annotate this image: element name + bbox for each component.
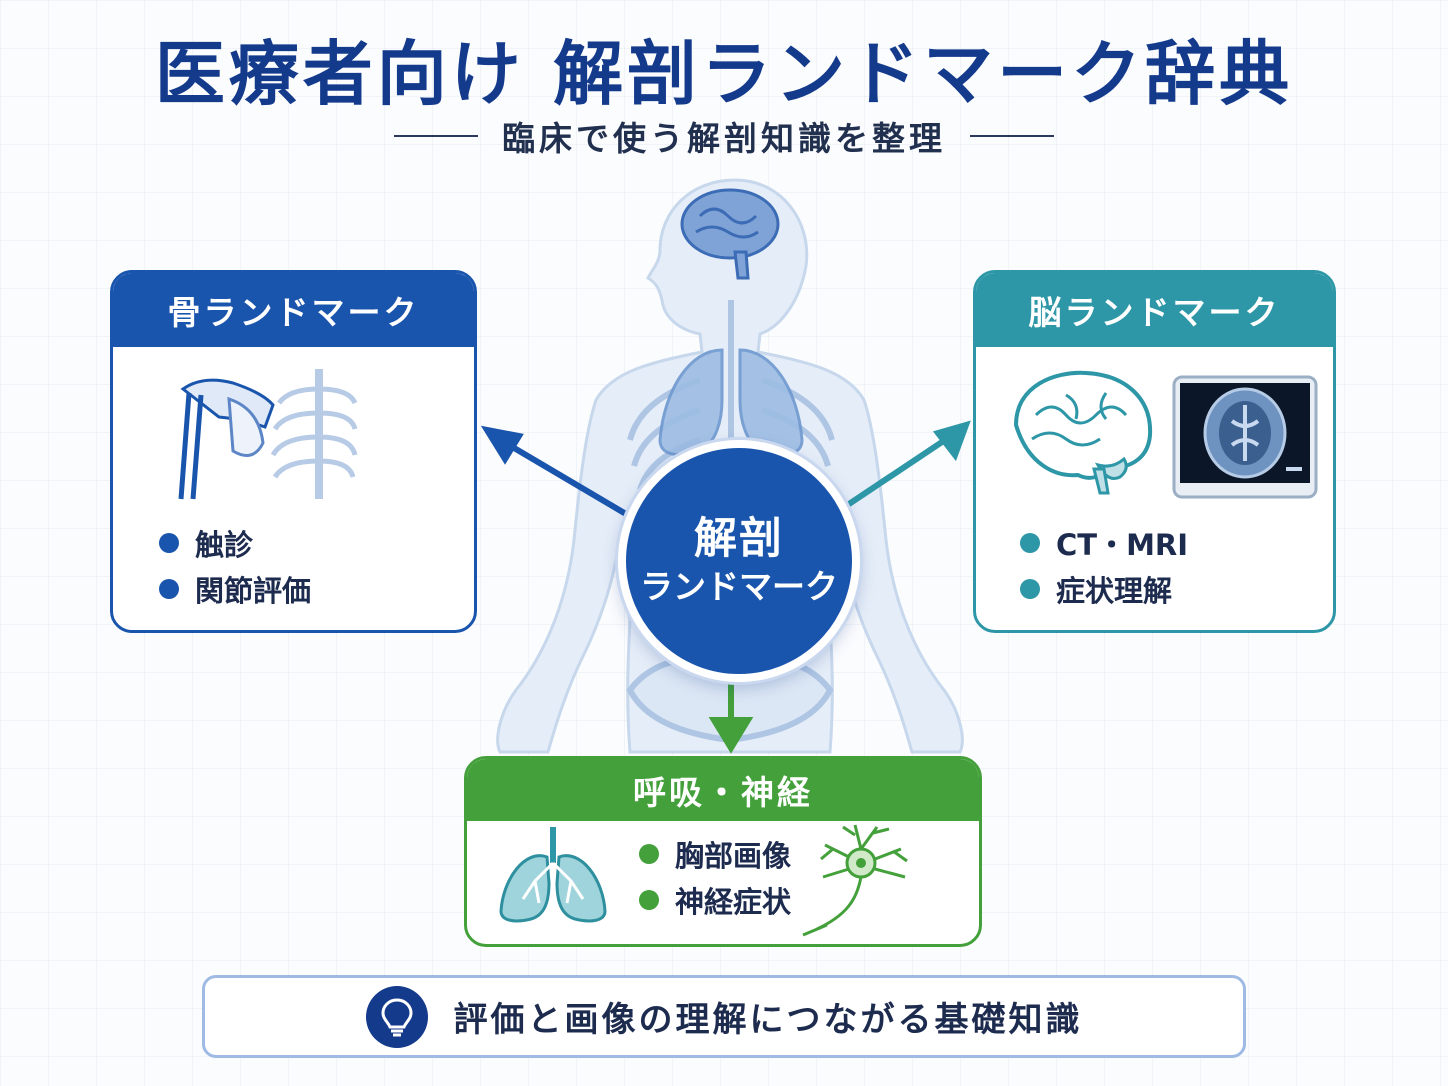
list-item: 触診 [159,520,311,566]
list-item-label: 関節評価 [195,574,312,608]
list-item: 神経症状 [639,877,791,923]
list-item-label: 胸部画像 [675,839,792,873]
lightbulb-icon [365,985,428,1048]
brain-illustration [1013,370,1153,495]
mri-scan-icon [1172,375,1318,499]
list-item: 関節評価 [159,566,311,612]
page-title: 医療者向け 解剖ランドマーク辞典 [154,33,1294,115]
brain-landmark-card: 脳ランドマーク CT・MRI 症状理解 [973,270,1336,633]
list-item: CT・MRI [1020,520,1188,566]
resp-card-list: 胸部画像 神経症状 [639,831,791,923]
subtitle: 臨床で使う解剖知識を整理 [502,119,946,158]
subtitle-row: 臨床で使う解剖知識を整理 [0,112,1448,160]
bullet-dot [1020,579,1040,599]
list-item: 胸部画像 [639,831,791,877]
lungs-icon [499,827,607,923]
subtitle-rule-left [394,135,478,137]
list-item-label: 症状理解 [1056,574,1173,608]
arrow-to-bone-card [480,425,628,517]
bullet-dot [159,533,179,553]
list-item-label: CT・MRI [1056,528,1189,562]
brain-in-head [680,188,780,280]
bone-landmark-card: 骨ランドマーク 触診 関節評価 [110,270,477,633]
list-item: 症状理解 [1020,566,1188,612]
bullet-dot [639,844,659,864]
brain-card-list: CT・MRI 症状理解 [1020,520,1188,612]
bullet-dot [639,890,659,910]
respiration-nerve-card: 呼吸・神経 胸部画像 神経症状 [464,756,982,947]
list-item-label: 神経症状 [675,885,792,919]
bone-card-list: 触診 関節評価 [159,520,311,612]
resp-card-title: 呼吸・神経 [467,759,979,821]
banner-text: 評価と画像の理解につながる基礎知識 [453,1000,1083,1040]
anatomy-landmark-hub: 解剖 ランドマーク [618,440,860,682]
neuron-icon [802,824,908,937]
bone-card-title: 骨ランドマーク [113,273,474,347]
bullet-dot [159,579,179,599]
subtitle-rule-right [970,135,1054,137]
hub-label-line2: ランドマーク [640,567,838,606]
hub-label-line1: 解剖 [694,514,784,564]
summary-banner: 評価と画像の理解につながる基礎知識 [202,975,1246,1058]
shoulder-ribcage-illustration [178,369,358,500]
list-item-label: 触診 [195,528,254,562]
lungs-in-chest [658,348,804,457]
arrow-to-brain-card [844,420,971,509]
brain-card-title: 脳ランドマーク [976,273,1333,347]
bullet-dot [1020,533,1040,553]
